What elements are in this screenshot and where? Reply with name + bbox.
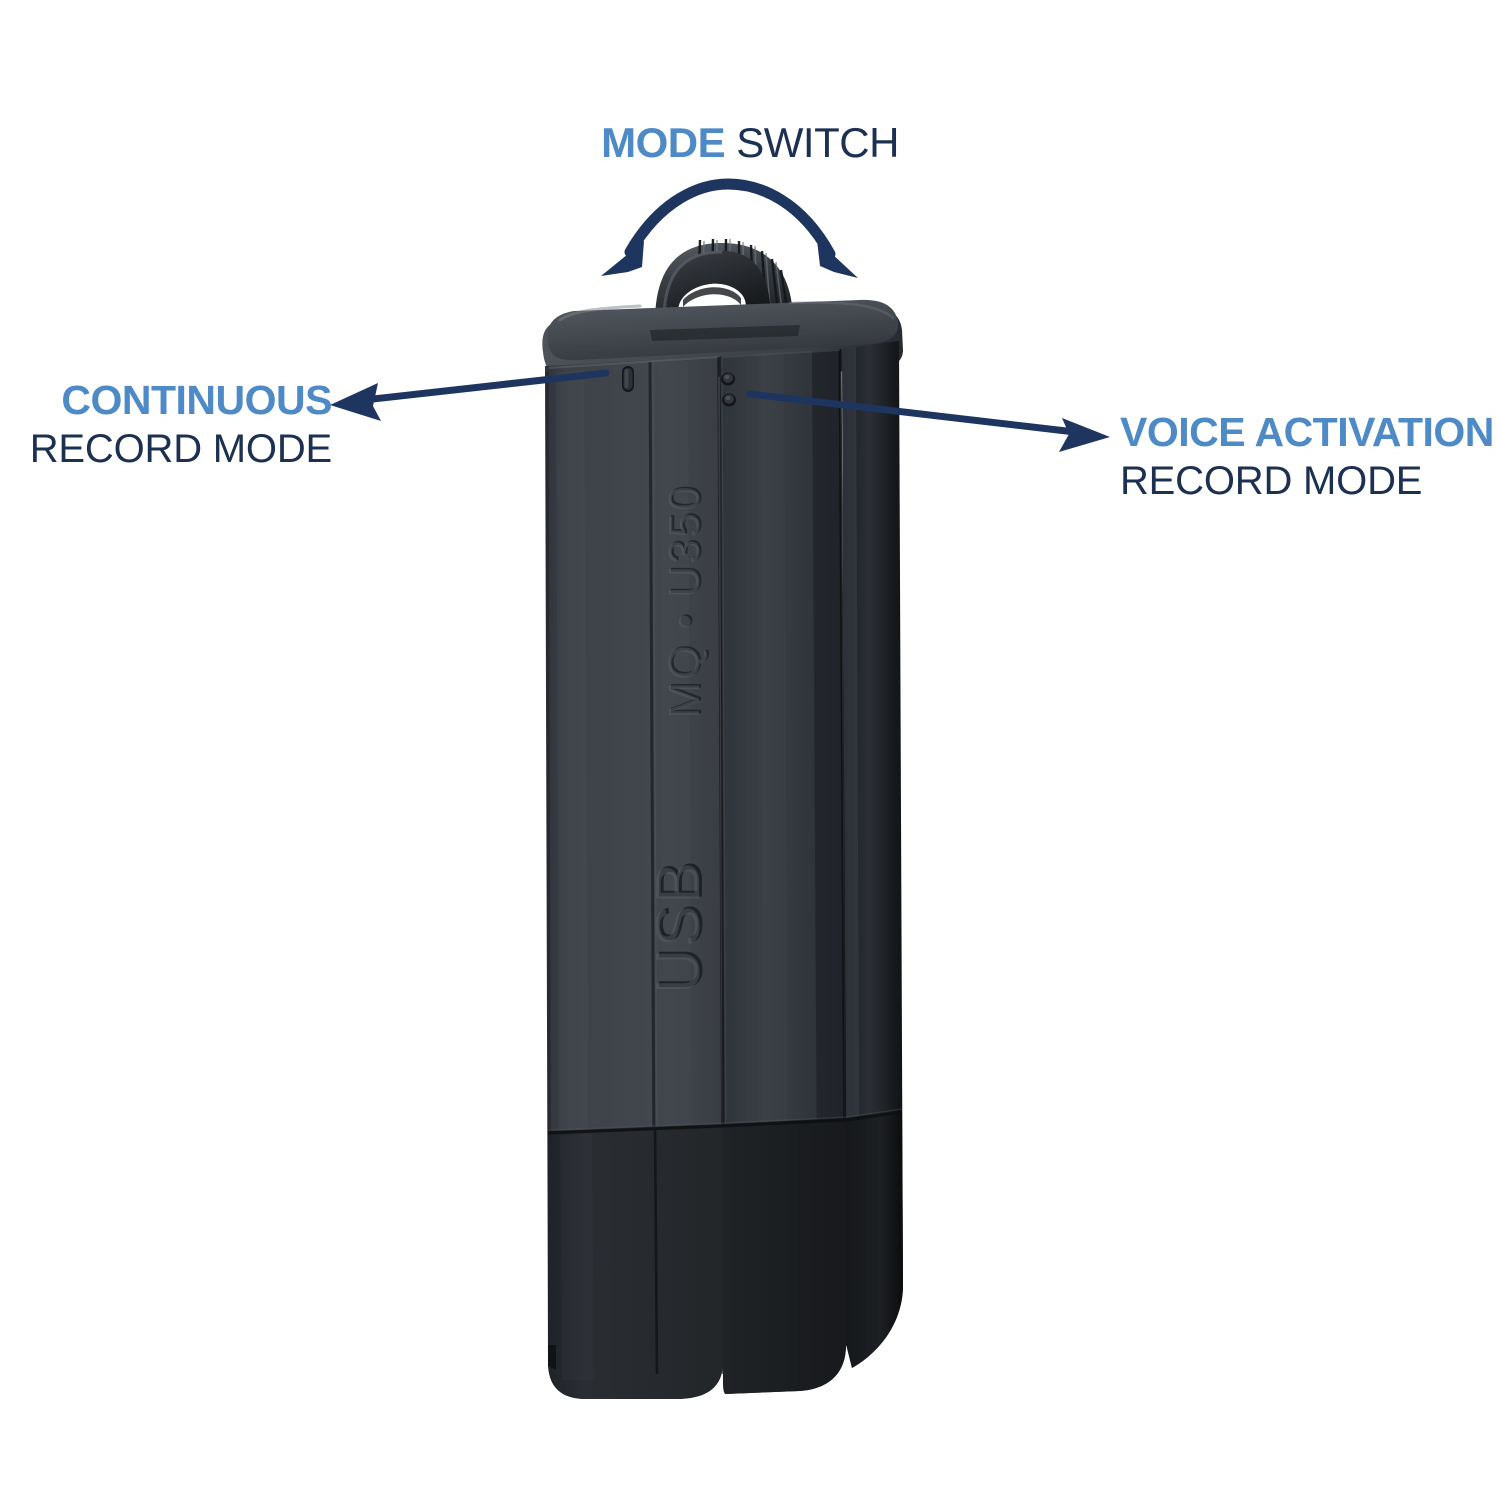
callout-voice-sub: RECORD MODE [1120,459,1423,503]
embossed-model-highlight: MQ • U350 [660,485,709,719]
device-body [545,341,903,1399]
callout-continuous-record-mode: CONTINUOUS RECORD MODE [0,377,333,471]
device-bottom-cap [547,1108,903,1399]
callout-mode-switch-accent: MODE [601,119,726,166]
embossed-model-shadow: MQ • U350 [662,483,711,717]
embossed-usb-text: USB USB [644,858,716,993]
embossed-usb-highlight: USB [644,860,713,993]
arrow-right-icon [746,390,1110,452]
callout-mode-switch-rest: SWITCH [725,119,899,166]
embossed-usb-shadow: USB [647,858,716,991]
callout-continuous-accent: CONTINUOUS [61,377,332,423]
embossed-model-text: MQ • U350 MQ • U350 [660,483,711,718]
arrow-left-icon [330,369,610,421]
callout-mode-switch-line: MODE SWITCH [601,119,899,166]
continuous-record-slot [622,366,634,392]
callout-mode-switch: MODE SWITCH [560,122,940,164]
rotate-double-arrow-icon [601,178,858,278]
callout-voice-accent: VOICE ACTIVATION [1120,409,1494,455]
mode-dial-icon [655,238,793,333]
callout-voice-activation-record-mode: VOICE ACTIVATION RECORD MODE [1120,409,1500,503]
voice-activation-dots [721,372,736,407]
callout-continuous-sub: RECORD MODE [29,427,332,471]
device-top-face [542,299,903,384]
